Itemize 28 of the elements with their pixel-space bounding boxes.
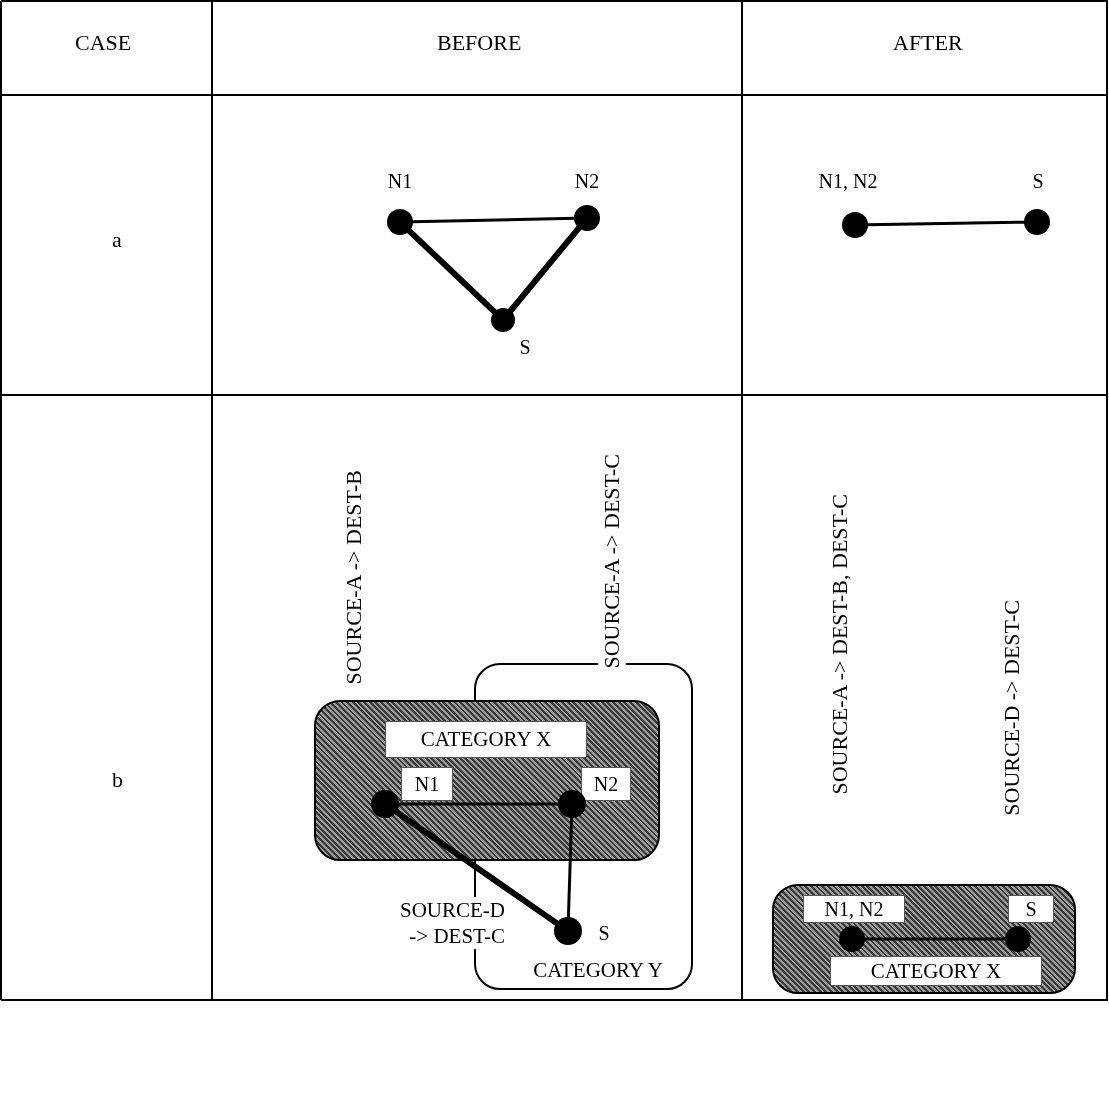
- connector-line: [398, 802, 559, 806]
- case-label: b: [112, 767, 123, 793]
- connector-line: [866, 220, 1026, 227]
- category-label: CATEGORY Y: [532, 957, 664, 984]
- column-header: AFTER: [893, 30, 963, 56]
- connector-line: [864, 937, 1006, 941]
- category-region: [314, 700, 660, 861]
- node-label: N2: [581, 767, 631, 801]
- connector-line: [566, 816, 574, 919]
- column-header: CASE: [75, 30, 132, 56]
- connector-line: [507, 225, 582, 314]
- node-label: N2: [573, 169, 601, 194]
- category-region: [772, 884, 1076, 994]
- connector-line: [406, 228, 498, 315]
- node-label: N1, N2: [803, 895, 905, 923]
- node-label: N1: [401, 767, 453, 801]
- column-header: BEFORE: [437, 30, 522, 56]
- node-label: S: [597, 921, 611, 946]
- node-label: S: [1031, 169, 1045, 194]
- category-label: CATEGORY X: [830, 956, 1042, 986]
- connector-line: [411, 216, 576, 224]
- node-label: S: [1008, 895, 1054, 923]
- node-label: N1, N2: [817, 169, 879, 194]
- node-label: S: [518, 335, 532, 360]
- connector-line: [394, 808, 559, 927]
- node-label: N1: [386, 169, 414, 194]
- category-label: CATEGORY X: [385, 721, 587, 758]
- case-label: a: [112, 227, 122, 253]
